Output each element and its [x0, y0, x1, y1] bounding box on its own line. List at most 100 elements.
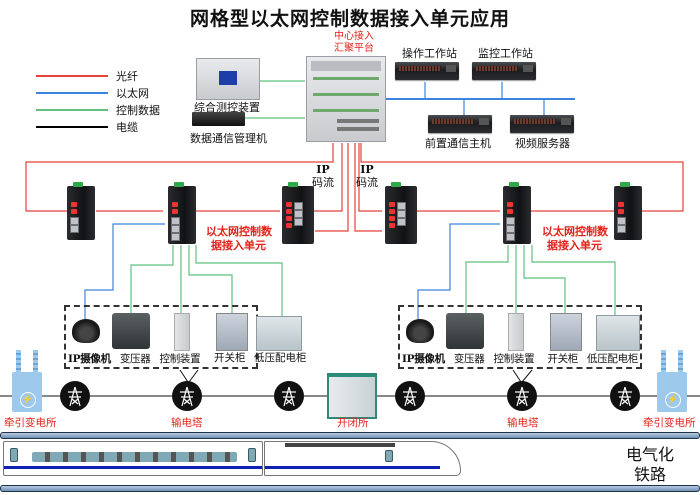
access-unit-switch[interactable]	[503, 182, 531, 244]
tower-glyph	[618, 386, 632, 407]
transmission-tower-label: 输电塔	[171, 417, 203, 429]
insulator	[661, 350, 666, 372]
legend-label: 电缆	[116, 121, 138, 134]
lightning-bolt-icon: ⚡	[20, 392, 36, 408]
fiber-port	[389, 202, 395, 207]
transmission-tower-icon[interactable]	[60, 381, 90, 411]
equipment-label: IP摄像机	[68, 353, 111, 365]
tower-glyph	[282, 386, 296, 407]
terminal-block	[620, 182, 630, 187]
traction-substation-label: 牵引变电所	[4, 417, 57, 429]
equipment-label: 低压配电柜	[254, 352, 307, 364]
train-door-window	[10, 448, 18, 462]
aggregation-chassis[interactable]	[306, 56, 386, 142]
label-line: 铁路	[634, 465, 667, 484]
equipment-label: 开关柜	[214, 352, 246, 364]
video-server[interactable]	[510, 115, 574, 133]
chassis-slot	[337, 119, 379, 123]
label-line: 汇聚平台	[334, 43, 374, 54]
measure-control-device[interactable]	[196, 58, 260, 100]
label-line: 据接入单元	[547, 239, 602, 252]
front-comm-host-server[interactable]	[428, 115, 492, 133]
fiber-port	[618, 202, 624, 207]
ip-camera-icon[interactable]	[72, 319, 100, 343]
ethernet-port	[171, 225, 180, 233]
legend-swatch-ethernet	[36, 92, 108, 94]
access-unit-switch[interactable]	[282, 182, 314, 244]
ethernet-port	[171, 217, 180, 225]
label-line: 以太网控制数	[542, 225, 608, 238]
label-line: 码流	[356, 176, 378, 189]
transmission-tower-label: 输电塔	[507, 417, 539, 429]
label-line: IP	[316, 163, 330, 176]
train-stripe	[265, 466, 440, 469]
fiber-port	[507, 202, 513, 207]
switchgear-icon[interactable]	[216, 313, 248, 351]
train-car[interactable]	[3, 441, 263, 476]
transmission-tower-icon[interactable]	[507, 381, 537, 411]
field-equipment-group-right: IP摄像机 变压器 控制装置 开关柜 低压配电柜	[398, 305, 642, 369]
switching-station-icon[interactable]	[327, 373, 377, 419]
operator-station-server[interactable]	[395, 62, 459, 80]
low-voltage-cabinet-icon[interactable]	[256, 316, 302, 351]
measure-control-label: 综合测控装置	[194, 101, 260, 114]
fiber-port	[286, 202, 292, 207]
transmission-tower-icon[interactable]	[172, 381, 202, 411]
operator-station-label: 操作工作站	[402, 47, 457, 60]
equipment-label: 变压器	[119, 353, 151, 365]
transmission-tower-icon[interactable]	[610, 381, 640, 411]
field-equipment-group-left: IP摄像机 变压器 控制装置	[64, 305, 258, 369]
control-device-icon[interactable]	[508, 313, 524, 351]
access-unit-switch[interactable]	[168, 182, 196, 244]
ip-stream-label-left: IP 码流	[312, 163, 334, 189]
tower-glyph	[403, 386, 417, 407]
fiber-port	[286, 209, 292, 214]
ethernet-port	[397, 218, 406, 226]
fiber-port	[172, 209, 178, 214]
field-equipment-labels: IP摄像机 变压器 控制装置	[68, 351, 201, 366]
front-comm-host-label: 前置通信主机	[425, 137, 491, 150]
traction-substation-icon[interactable]: ⚡	[12, 350, 42, 412]
legend-swatch-control-data	[36, 109, 108, 111]
ethernet-port	[294, 210, 303, 218]
label-line: 以太网控制数	[206, 225, 272, 238]
data-comm-manager-device[interactable]	[192, 112, 245, 126]
train-windows	[32, 452, 237, 462]
monitor-station-server[interactable]	[472, 62, 536, 80]
control-data-links	[130, 80, 616, 320]
chassis-power-module	[311, 61, 381, 71]
chassis-slot	[313, 93, 379, 96]
fiber-port	[389, 223, 395, 228]
control-device-icon[interactable]	[174, 313, 190, 351]
tower-glyph	[515, 386, 529, 407]
train-stripe	[4, 466, 262, 469]
label-line: 中心接入	[334, 31, 374, 42]
equipment-label: IP摄像机	[402, 353, 445, 365]
train-window	[385, 450, 393, 462]
low-voltage-cabinet-icon[interactable]	[596, 315, 640, 351]
access-unit-switch[interactable]	[385, 182, 417, 244]
transformer-icon[interactable]	[112, 313, 150, 349]
train-door-window	[248, 448, 256, 462]
fiber-port	[389, 216, 395, 221]
equipment-label: 变压器	[453, 353, 485, 365]
equipment-label: 开关柜	[547, 353, 578, 365]
ethernet-port	[506, 233, 515, 241]
access-unit-switch[interactable]	[67, 182, 95, 240]
ip-camera-icon[interactable]	[406, 319, 434, 343]
equipment-label: 控制装置	[159, 353, 201, 365]
transmission-tower-icon[interactable]	[395, 381, 425, 411]
transmission-tower-icon[interactable]	[274, 381, 304, 411]
rail-track-top	[0, 432, 700, 439]
label-line: 据接入单元	[211, 239, 266, 252]
fiber-port	[389, 209, 395, 214]
switchgear-icon[interactable]	[550, 313, 582, 351]
access-unit-switch[interactable]	[614, 182, 642, 240]
tower-glyph	[68, 386, 82, 407]
transformer-icon[interactable]	[446, 313, 484, 349]
label-line: 码流	[312, 176, 334, 189]
train-locomotive[interactable]	[264, 441, 461, 476]
switching-station-label: 开闭所	[337, 417, 369, 429]
traction-substation-icon[interactable]: ⚡	[657, 350, 687, 412]
access-unit-label-left: 以太网控制数 据接入单元	[206, 225, 272, 253]
